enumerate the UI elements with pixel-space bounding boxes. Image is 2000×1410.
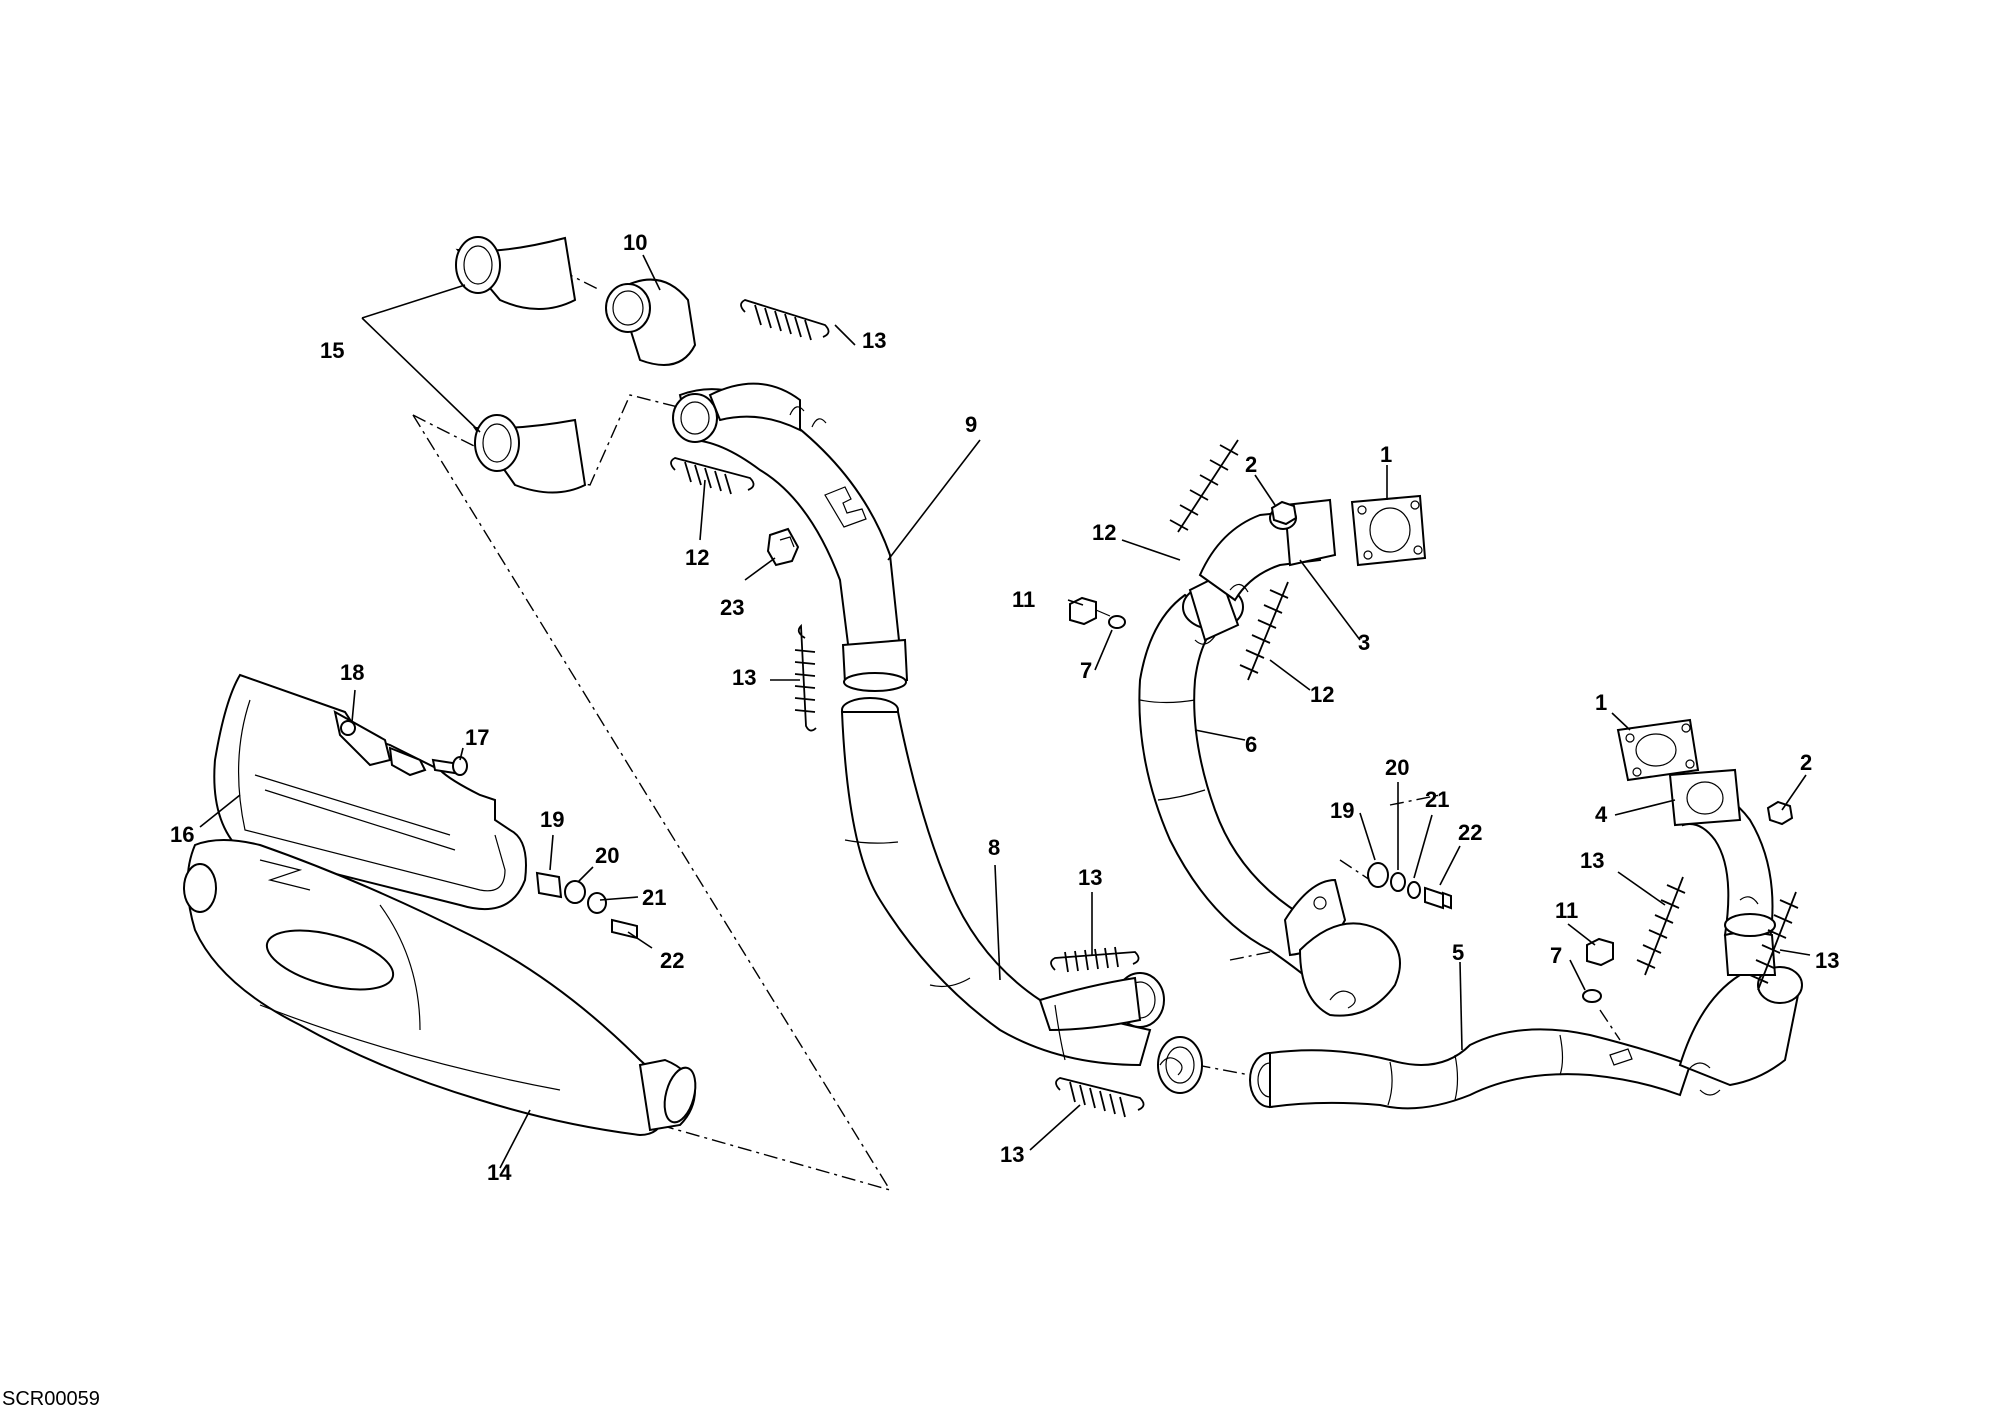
callout-23: 23: [720, 595, 744, 620]
screw-bracket: [431, 756, 468, 776]
end-cap-upper: [455, 236, 577, 310]
rear-header-flange-pipe: [1668, 768, 1777, 976]
callout-12: 12: [1310, 682, 1334, 707]
callout-2: 2: [1800, 750, 1812, 775]
gasket-upper: [1350, 494, 1427, 567]
callout-13: 13: [862, 328, 886, 353]
callout-13: 13: [1815, 948, 1839, 973]
screw-shield: [340, 720, 356, 736]
header-flange-elbow: [1198, 498, 1337, 602]
callout-8: 8: [988, 835, 1000, 860]
collector-pipe-lower: [1249, 966, 1803, 1110]
callout-1: 1: [1595, 690, 1607, 715]
bolt-lower: [1586, 937, 1614, 967]
spring-13-right: [1749, 891, 1799, 991]
callout-14: 14: [487, 1160, 512, 1185]
callout-9: 9: [965, 412, 977, 437]
callout-20: 20: [1385, 755, 1409, 780]
springs: [670, 299, 1799, 1118]
washer-upper: [1108, 615, 1126, 629]
callout-20: 20: [595, 843, 619, 868]
callout-10: 10: [623, 230, 647, 255]
callout-7: 7: [1550, 943, 1562, 968]
spring-13-mid-left: [794, 623, 817, 732]
end-cap-lower: [473, 414, 587, 494]
callout-19: 19: [540, 807, 564, 832]
callout-18: 18: [340, 660, 364, 685]
silencer-muffler: [183, 839, 697, 1137]
callout-12: 12: [685, 545, 709, 570]
callout-13: 13: [1078, 865, 1102, 890]
nut-lower: [1766, 800, 1794, 826]
header-pipe-upper: [672, 382, 909, 692]
callout-11: 11: [1012, 587, 1035, 612]
hardware-stack-left: [535, 871, 638, 940]
bolt-upper: [1069, 596, 1111, 626]
spring-13-right-mid: [1636, 876, 1686, 976]
callout-labels: 1 1 2 2 3 4 5 6 7 7 8 9 10 11 11 12 12 1…: [170, 230, 1839, 1185]
callout-13: 13: [1580, 848, 1604, 873]
callout-16: 16: [170, 822, 194, 847]
nut-upper: [1270, 500, 1298, 526]
callout-4: 4: [1595, 802, 1608, 827]
spring-12-top-right: [1169, 439, 1239, 533]
washer-lower: [1582, 989, 1602, 1003]
spring-13-top: [740, 299, 830, 341]
spring-12-right: [1239, 581, 1289, 681]
callout-19: 19: [1330, 798, 1354, 823]
callout-21: 21: [642, 885, 666, 910]
diagram-reference-code: SCR00059: [2, 1388, 100, 1410]
callout-17: 17: [465, 725, 489, 750]
connector-sleeve: [605, 278, 697, 366]
callout-11: 11: [1555, 898, 1578, 923]
callout-1: 1: [1380, 442, 1392, 467]
spring-12-left: [670, 457, 755, 495]
gasket-lower: [1616, 718, 1700, 782]
leader-lines: [199, 254, 1811, 1169]
callout-22: 22: [660, 948, 684, 973]
callout-6: 6: [1245, 732, 1257, 757]
header-pipe-front: [1138, 573, 1401, 1017]
heat-shield: [213, 673, 527, 911]
callout-13: 13: [732, 665, 756, 690]
callout-5: 5: [1452, 940, 1464, 965]
callout-3: 3: [1358, 630, 1370, 655]
mid-pipe: [840, 697, 1203, 1094]
callout-21: 21: [1425, 787, 1449, 812]
callout-12: 12: [1092, 520, 1116, 545]
callout-15: 15: [320, 338, 344, 363]
spring-13-mid: [1050, 946, 1140, 973]
callout-13: 13: [1000, 1142, 1024, 1167]
callout-7: 7: [1080, 658, 1092, 683]
callout-2: 2: [1245, 452, 1257, 477]
callout-22: 22: [1458, 820, 1482, 845]
spring-13-bottom: [1055, 1077, 1145, 1118]
hardware-stack-right: [1367, 862, 1452, 910]
clip-part: [766, 527, 800, 567]
